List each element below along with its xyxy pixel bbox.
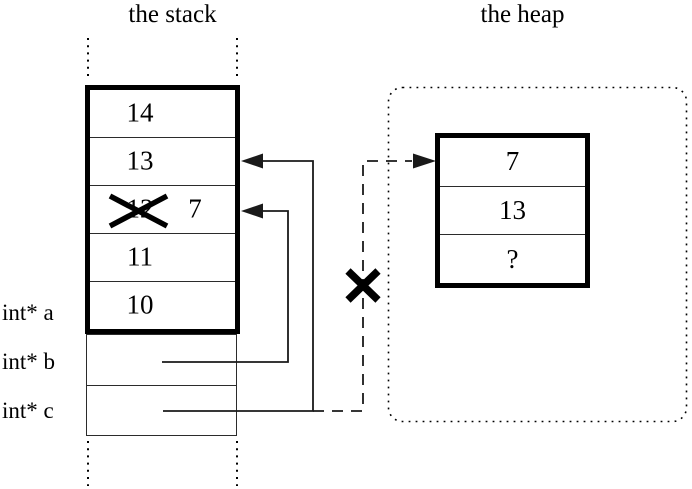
stack-row-pointer-c: [87, 386, 236, 436]
heap-cell: 13: [440, 187, 585, 236]
stack-cell: 14: [90, 90, 235, 138]
stack-row-pointer-b: [87, 335, 236, 386]
stack-cell-overwritten: 12 7: [90, 186, 235, 234]
heap-cell: 7: [440, 138, 585, 187]
stack-cell-value: 11: [127, 240, 153, 271]
stack-pointer-rows: [86, 334, 237, 436]
dangling-pointer-dashed-arrow: [313, 153, 436, 412]
heap-cell: ?: [506, 243, 519, 274]
stack-frame-box: 14 13 12 7 11 10: [85, 85, 240, 334]
stack-cell-value: 13: [126, 144, 154, 175]
stack-cell: 10: [90, 282, 235, 329]
heap-title: the heap: [480, 1, 565, 28]
pointer-label-b: int* b: [2, 349, 56, 374]
stack-cell-value: 10: [126, 288, 154, 319]
pointer-label-c: int* c: [2, 398, 54, 423]
heap-block-box: 7 13 ?: [435, 133, 590, 288]
stack-cell-value: 14: [126, 96, 154, 127]
stack-title: the stack: [128, 1, 217, 28]
stack-cell: 11: [90, 234, 235, 282]
x-mark-freed-pointer: [345, 268, 381, 303]
pointer-label-a: int* a: [2, 300, 54, 325]
stack-cell: 13: [90, 138, 235, 186]
stack-cell-new-value: 7: [188, 192, 202, 223]
